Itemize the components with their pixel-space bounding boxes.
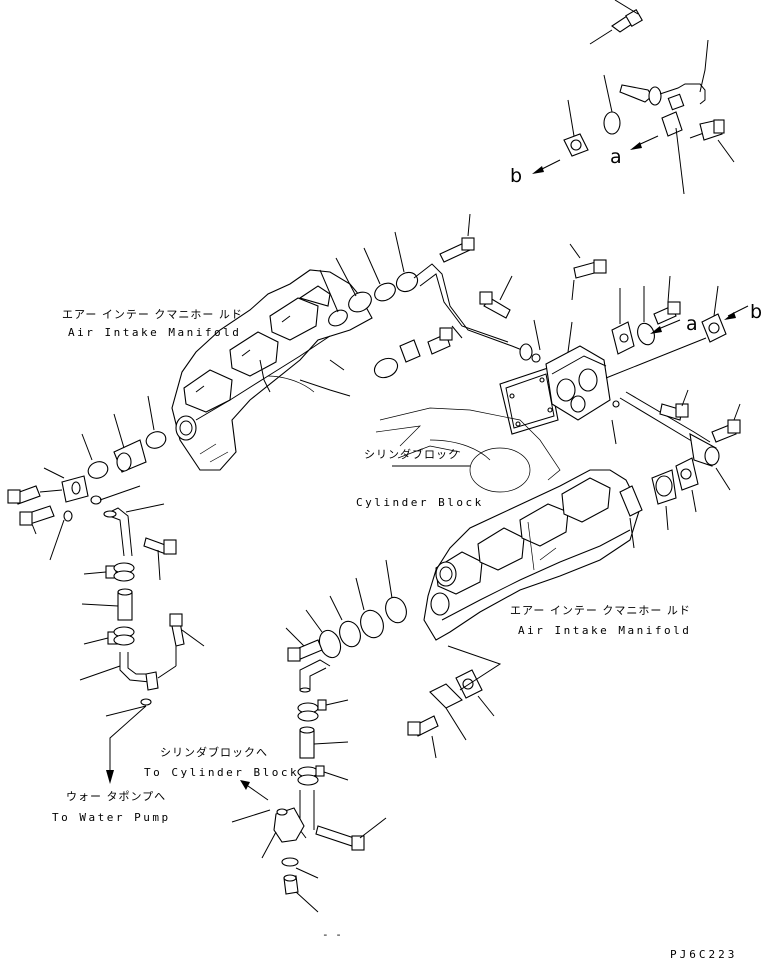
bolt-lower-tee bbox=[315, 817, 387, 851]
bolt-lower-left bbox=[285, 627, 323, 662]
bolt-right-plate-2 bbox=[653, 275, 681, 325]
upper-manifold-gaskets bbox=[319, 231, 419, 327]
arrow-b-mid bbox=[724, 305, 749, 320]
label-cylinder-block-jp: シリンダブロック bbox=[364, 447, 460, 461]
label-lower-manifold-jp: エアー インテー クマニホー ルド bbox=[510, 604, 691, 617]
ref-a-top: a bbox=[610, 146, 622, 168]
left-gaskets bbox=[81, 395, 167, 479]
bolt-upper-left-plate bbox=[479, 275, 513, 319]
label-upper-manifold-en: Air Intake Manifold bbox=[68, 326, 241, 339]
drawing-code: PJ6C223 bbox=[670, 948, 737, 959]
page-mark: - - bbox=[322, 928, 342, 941]
lower-flange-gasket bbox=[429, 645, 502, 741]
label-upper-manifold-jp: エアー インテー クマニホー ルド bbox=[62, 308, 243, 321]
flange-top bbox=[563, 99, 589, 157]
cylinder-block-outline bbox=[375, 407, 561, 493]
label-to-water-pump-jp: ウォー タポンプへ bbox=[66, 790, 166, 803]
left-bolt-lower-right bbox=[169, 613, 205, 666]
label-to-water-pump-en: To Water Pump bbox=[52, 811, 171, 824]
to-water-pump-leader bbox=[106, 705, 147, 784]
arrow-to-cylinder-block bbox=[231, 780, 271, 823]
top-bolt bbox=[589, 0, 643, 45]
gasket-right-2 bbox=[637, 286, 655, 346]
upper-connecting-pipe bbox=[413, 263, 541, 363]
ref-b-mid: b bbox=[750, 301, 762, 323]
arrow-a-mid bbox=[650, 319, 681, 334]
left-lower-elbow bbox=[79, 652, 177, 691]
lower-pipe-gaskets bbox=[305, 559, 407, 659]
lower-elbow-pipe bbox=[299, 659, 331, 693]
ref-a-mid: a bbox=[686, 313, 698, 335]
label-cylinder-block-en: Cylinder Block bbox=[356, 496, 484, 509]
label-to-cylinder-block-jp: シリンダブロックへ bbox=[160, 745, 268, 759]
bolt-lower-center bbox=[407, 715, 439, 759]
plate-leader-lines bbox=[605, 337, 707, 445]
lower-hose-stack bbox=[297, 699, 349, 839]
arrow-b-top bbox=[532, 159, 561, 174]
upper-intake-manifold bbox=[171, 269, 373, 471]
ref-b-top: b bbox=[510, 165, 522, 187]
bolt-right-middle bbox=[659, 389, 689, 421]
bolt-right-far bbox=[711, 403, 741, 443]
bolt-right-plate-top bbox=[569, 243, 607, 301]
label-to-cylinder-block-en: To Cylinder Block bbox=[144, 766, 299, 779]
left-hose-stack bbox=[81, 562, 135, 646]
left-bolt-lower bbox=[19, 505, 73, 561]
left-bolt-middle bbox=[143, 537, 177, 581]
bolt-upper-center bbox=[439, 213, 475, 263]
arrow-a-top bbox=[630, 135, 659, 150]
sensor-assembly bbox=[619, 39, 709, 195]
lower-intake-manifold bbox=[423, 469, 641, 641]
left-oring bbox=[105, 698, 152, 717]
gasket-top-round bbox=[603, 74, 621, 135]
label-lower-manifold-en: Air Intake Manifold bbox=[518, 624, 691, 637]
thermostat-housing bbox=[545, 321, 611, 421]
cover-plate bbox=[499, 367, 559, 435]
flange-right-b bbox=[701, 285, 727, 343]
lower-right-gaskets bbox=[619, 457, 699, 549]
bolt-right-top bbox=[689, 119, 735, 163]
gasket-cap-center bbox=[373, 325, 463, 379]
gasket-right-1 bbox=[611, 288, 635, 355]
left-elbow-pipe bbox=[103, 503, 165, 557]
lower-tee-fitting bbox=[261, 807, 319, 913]
right-long-pipe bbox=[619, 391, 731, 491]
left-bolt-clamp bbox=[7, 467, 141, 505]
